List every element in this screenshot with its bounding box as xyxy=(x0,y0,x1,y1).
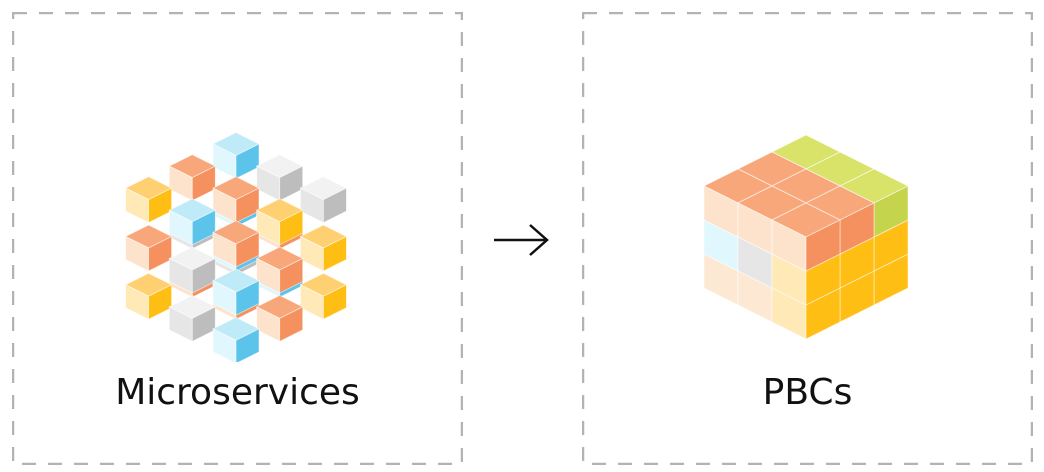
cube xyxy=(212,176,260,224)
cube xyxy=(212,220,260,268)
cube xyxy=(212,268,260,316)
panel-dashed-border xyxy=(582,12,1033,465)
cube xyxy=(771,202,841,272)
cube xyxy=(124,272,173,320)
pbcs-panel: PBCs xyxy=(582,12,1033,465)
cube xyxy=(212,132,260,180)
cube xyxy=(299,224,348,272)
cube xyxy=(255,246,304,294)
panel-label-pbcs: PBCs xyxy=(762,372,853,413)
panel-label-microservices: Microservices xyxy=(115,372,360,413)
cube xyxy=(168,294,217,342)
panel-dashed-border xyxy=(12,12,463,465)
cube xyxy=(255,154,304,202)
cube xyxy=(168,198,217,246)
cube xyxy=(124,224,173,272)
cube xyxy=(255,198,304,246)
cube xyxy=(299,272,348,320)
grouped-cube-blocks-icon xyxy=(703,134,909,340)
cube xyxy=(212,316,260,362)
cube xyxy=(124,176,173,224)
cube xyxy=(168,246,217,294)
cube xyxy=(299,176,348,224)
microservices-panel: Microservices xyxy=(12,12,463,465)
cube xyxy=(255,294,304,342)
arrow-right-icon xyxy=(494,224,549,256)
cube xyxy=(168,154,217,202)
scattered-cubes-icon xyxy=(124,132,348,362)
